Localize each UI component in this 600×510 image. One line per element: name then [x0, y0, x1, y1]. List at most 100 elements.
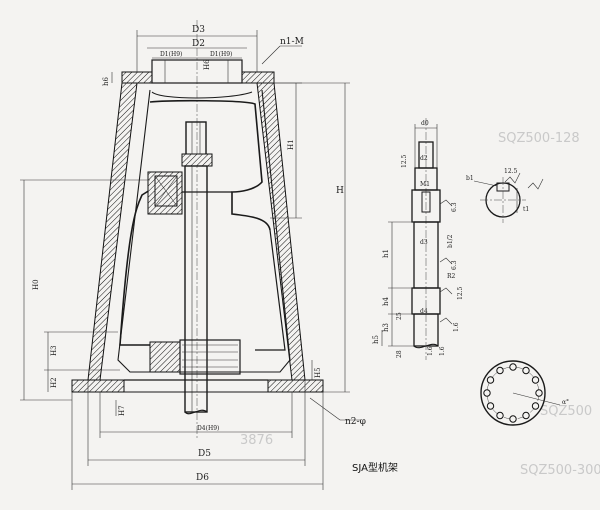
bolt-hole [535, 389, 543, 397]
bolt-hole [496, 366, 504, 375]
roughness-mark-2 [439, 257, 453, 265]
right-wall [256, 82, 306, 381]
label-h1: H1 [287, 139, 295, 150]
label-1-6-c: 1.6 [439, 346, 446, 356]
shaft-detail: d0 d2 M1 d3 d4 h1 h4 h3 h5 25 28 12.5 6.… [372, 118, 464, 360]
label-alpha: α° [562, 399, 569, 406]
label-shaft-h1: h1 [382, 249, 390, 258]
bolt-hole [531, 402, 540, 410]
label-h0: H0 [32, 279, 40, 290]
label-6-3-a: 6.3 [451, 202, 458, 212]
label-t1: t1 [523, 206, 529, 213]
label-n1m: n1-M [280, 37, 304, 47]
roughness-mark-4 [439, 317, 453, 325]
label-d6: D6 [196, 473, 209, 483]
label-d4: d4 [420, 308, 428, 315]
top-flange-right [241, 71, 275, 84]
bolt-hole [486, 376, 495, 384]
label-h: H [336, 186, 344, 196]
bolt-hole [522, 366, 530, 375]
label-1-6-b: 1.6 [427, 346, 434, 356]
left-wall [87, 82, 138, 381]
roughness-mark-1 [439, 199, 453, 207]
label-6-3-b: 6.3 [451, 260, 458, 270]
partition-right [149, 99, 271, 231]
bolt-circle: α° [480, 360, 569, 426]
label-28: 28 [396, 350, 403, 358]
bolt-hole [509, 415, 517, 423]
label-25: 25 [396, 312, 403, 320]
label-d5: D5 [198, 449, 211, 459]
label-d3: D3 [192, 25, 205, 35]
label-h5: h5 [372, 335, 380, 344]
background-artifacts: SQZ500-128 SQZ500-300 3876 SQZ500 [240, 131, 600, 478]
label-h3: H3 [50, 345, 58, 356]
base-flange-right [267, 379, 324, 393]
lower-bearing-lines [182, 344, 238, 368]
label-d1-right: D1(H9) [210, 51, 232, 58]
lower-bearing-left [149, 341, 181, 373]
top-flange-left [121, 71, 153, 84]
leader-n2p [309, 397, 341, 421]
main-shaft [184, 165, 208, 413]
label-1-6-a: 1.6 [453, 322, 460, 332]
bolt-hole [509, 363, 517, 371]
ghost-text-2: SQZ500-300 [520, 463, 600, 478]
leader-n1m [261, 45, 281, 65]
label-d3: d3 [420, 239, 428, 246]
partition-left [119, 189, 151, 346]
label-h5: H5 [314, 367, 322, 378]
label-h7: H7 [118, 405, 126, 416]
label-d2: D2 [192, 39, 205, 49]
label-h6-right: H6 [203, 59, 211, 70]
bolt-circle-outline [480, 360, 546, 426]
label-shaft-h3: h3 [382, 323, 390, 332]
label-d2: d2 [420, 155, 428, 162]
base-flange-left [71, 379, 125, 393]
label-12-5-a: 12.5 [401, 154, 408, 168]
bolt-hole [496, 411, 504, 420]
alpha-leader [512, 392, 561, 406]
middle-bearing [154, 175, 178, 207]
label-m1: M1 [420, 181, 430, 188]
label-h4: h4 [382, 296, 390, 306]
label-r2: R2 [447, 273, 456, 280]
label-d4: D4(H9) [197, 425, 219, 432]
label-h2: H2 [50, 377, 58, 388]
label-h6: h6 [102, 76, 110, 86]
label-d0: d0 [421, 120, 429, 127]
ghost-text-3: 3876 [240, 433, 273, 448]
roughness-mark-3 [439, 287, 453, 295]
ghost-text-4: SQZ500 [540, 404, 592, 419]
label-n2p: n2-φ [345, 417, 366, 427]
top-boss [151, 59, 243, 84]
label-12-5-b: 12.5 [457, 286, 464, 300]
shaft-break [184, 409, 208, 415]
roughness-mark-6 [527, 178, 544, 190]
coupling-collar [181, 153, 213, 167]
inner-contour [117, 89, 291, 373]
frame-dimensions: D3 D2 D1(H9) D1(H9) n1-M h6 H6 H1 H H0 [20, 25, 366, 490]
label-d1-left: D1(H9) [160, 51, 182, 58]
bolt-hole [522, 411, 530, 420]
shaft-keyway [421, 191, 431, 213]
middle-bearing-housing [147, 171, 183, 215]
label-12-5-c: 12.5 [504, 168, 518, 175]
bolt-hole [531, 376, 540, 384]
lower-bearing-block [179, 339, 241, 375]
inner-top-arc [151, 91, 253, 99]
leader-b1 [473, 180, 498, 187]
roughness-mark-5 [504, 172, 521, 184]
keyway-section: b1 t1 12.5 [466, 168, 544, 223]
bolt-hole [483, 389, 491, 397]
bolt-hole [486, 402, 495, 410]
label-b1-half: b1/2 [447, 234, 454, 248]
bearing-cross-2 [154, 175, 178, 207]
ghost-text-1: SQZ500-128 [498, 131, 580, 146]
shaft-bottom-break [413, 343, 439, 349]
label-b1: b1 [466, 175, 474, 182]
diagram-caption: SJA型机架 [352, 461, 398, 474]
partition-lower-right [255, 229, 286, 351]
